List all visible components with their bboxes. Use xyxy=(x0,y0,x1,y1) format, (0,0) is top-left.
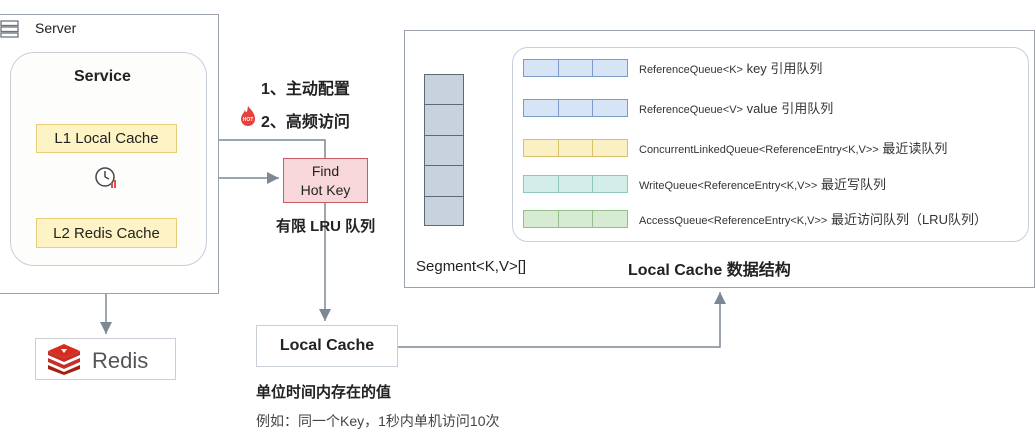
queue-cell xyxy=(559,99,594,116)
queue-description: 最近写队列 xyxy=(817,177,886,192)
arrow-localcache-to-ds xyxy=(398,292,726,348)
find-hot-key-box: Find Hot Key xyxy=(283,158,368,203)
local-cache-box: Local Cache xyxy=(256,325,398,367)
segment-label: Segment<K,V>[] xyxy=(416,258,527,275)
queue-cell xyxy=(593,100,627,116)
l2-redis-cache-box: L2 Redis Cache xyxy=(36,218,177,248)
queue-cells xyxy=(523,98,628,117)
svg-text:HOT: HOT xyxy=(243,117,254,123)
queue-cells xyxy=(523,58,628,77)
queue-type: WriteQueue<ReferenceEntry<K,V>> xyxy=(639,180,818,192)
hot-flame-icon: HOT xyxy=(239,105,257,127)
queue-cell xyxy=(593,140,627,156)
queue-cell xyxy=(593,60,627,76)
queue-cell xyxy=(559,139,594,156)
data-structure-title: Local Cache 数据结构 xyxy=(628,262,791,279)
service-title: Service xyxy=(74,68,131,85)
arrow-find-to-l1 xyxy=(181,134,326,158)
step-1-label: 1、主动配置 xyxy=(261,81,350,98)
queue-cell xyxy=(593,176,627,192)
queue-cells xyxy=(523,174,628,193)
queue-label: AccessQueue<ReferenceEntry<K,V>> 最近访问队列（… xyxy=(639,209,987,228)
local-cache-caption-example: 例如：同一个Key，1秒内单机访问10次 xyxy=(256,413,500,429)
segment-cell xyxy=(425,197,463,227)
queue-cells xyxy=(523,209,628,228)
clock-chart-icon xyxy=(94,166,120,190)
segment-cell xyxy=(425,166,463,197)
queue-row: WriteQueue<ReferenceEntry<K,V>> 最近写队列 xyxy=(523,174,886,193)
redis-label: Redis xyxy=(92,348,149,373)
segment-array xyxy=(424,74,464,226)
queue-cell xyxy=(524,175,559,192)
find-line-1: Find xyxy=(311,162,340,179)
queue-description: value 引用队列 xyxy=(742,101,834,116)
server-label: Server xyxy=(35,20,77,36)
segment-cell xyxy=(425,136,463,167)
queue-row: ConcurrentLinkedQueue<ReferenceEntry<K,V… xyxy=(523,138,947,157)
segment-cell xyxy=(425,75,463,106)
queue-cell xyxy=(593,211,627,227)
queue-row: ReferenceQueue<K> key 引用队列 xyxy=(523,58,822,77)
queue-label: ReferenceQueue<K> key 引用队列 xyxy=(639,58,822,77)
local-cache-caption-title: 单位时间内存在的值 xyxy=(256,384,392,401)
queue-label: ConcurrentLinkedQueue<ReferenceEntry<K,V… xyxy=(639,138,947,157)
lru-caption: 有限 LRU 队列 xyxy=(276,218,376,235)
queue-description: key 引用队列 xyxy=(742,61,823,76)
queue-cell xyxy=(559,59,594,76)
queue-type: ConcurrentLinkedQueue<ReferenceEntry<K,V… xyxy=(639,144,879,156)
queue-description: 最近读队列 xyxy=(878,141,948,156)
queue-cell xyxy=(524,99,559,116)
redis-logo-icon xyxy=(44,343,84,375)
queue-cell xyxy=(524,139,559,156)
queue-type: ReferenceQueue<K> xyxy=(639,64,743,76)
queue-type: ReferenceQueue<V> xyxy=(639,104,743,116)
step-2-label: 2、高频访问 xyxy=(261,114,350,131)
segment-cell xyxy=(425,105,463,136)
queue-type: AccessQueue<ReferenceEntry<K,V>> xyxy=(639,215,828,227)
queue-row: AccessQueue<ReferenceEntry<K,V>> 最近访问队列（… xyxy=(523,209,987,228)
server-icon xyxy=(0,20,20,38)
queue-cell xyxy=(559,175,594,192)
queue-cell xyxy=(524,210,559,227)
find-line-2: Hot Key xyxy=(300,181,351,198)
queue-row: ReferenceQueue<V> value 引用队列 xyxy=(523,98,833,117)
queue-description: 最近访问队列（LRU队列） xyxy=(827,212,987,227)
queue-label: WriteQueue<ReferenceEntry<K,V>> 最近写队列 xyxy=(639,174,886,193)
queue-cells xyxy=(523,138,628,157)
queue-cell xyxy=(524,59,559,76)
queue-cell xyxy=(559,210,594,227)
l1-local-cache-box: L1 Local Cache xyxy=(36,124,177,153)
queue-label: ReferenceQueue<V> value 引用队列 xyxy=(639,98,833,117)
